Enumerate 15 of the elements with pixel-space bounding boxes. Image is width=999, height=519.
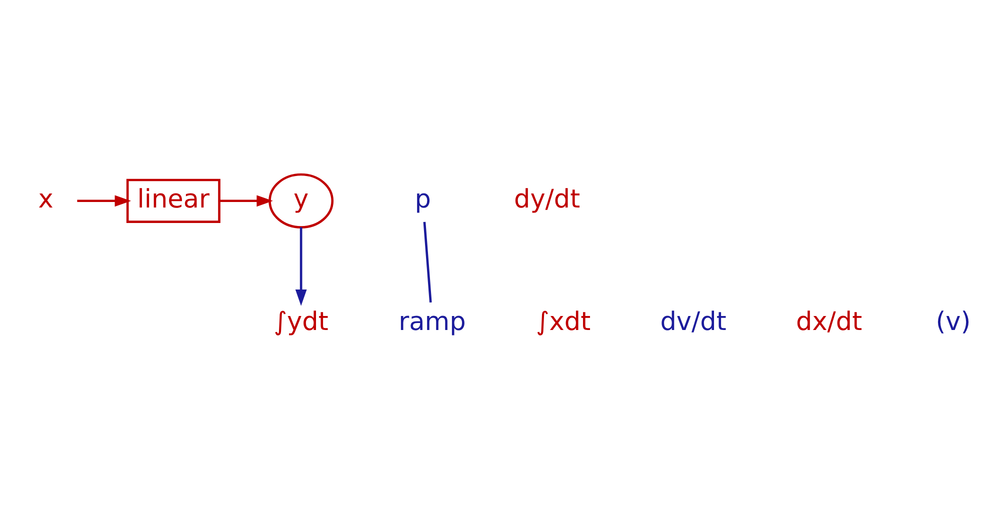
node-ellipse: y bbox=[268, 173, 334, 228]
node-text: p bbox=[414, 184, 432, 214]
label: dy/dt bbox=[514, 184, 580, 214]
node-text: ∫ydt bbox=[274, 306, 328, 337]
arrow bbox=[295, 227, 307, 306]
arrow bbox=[77, 195, 132, 207]
arrow bbox=[219, 195, 273, 207]
label: dv/dt bbox=[660, 306, 726, 337]
label: (v) bbox=[936, 306, 971, 337]
node-box: linear bbox=[126, 178, 220, 223]
node-text: ∫xdt bbox=[536, 306, 591, 337]
node-text: x bbox=[38, 184, 54, 214]
node-text: ramp bbox=[398, 306, 466, 337]
label: dx/dt bbox=[796, 306, 862, 337]
connector bbox=[423, 222, 432, 302]
